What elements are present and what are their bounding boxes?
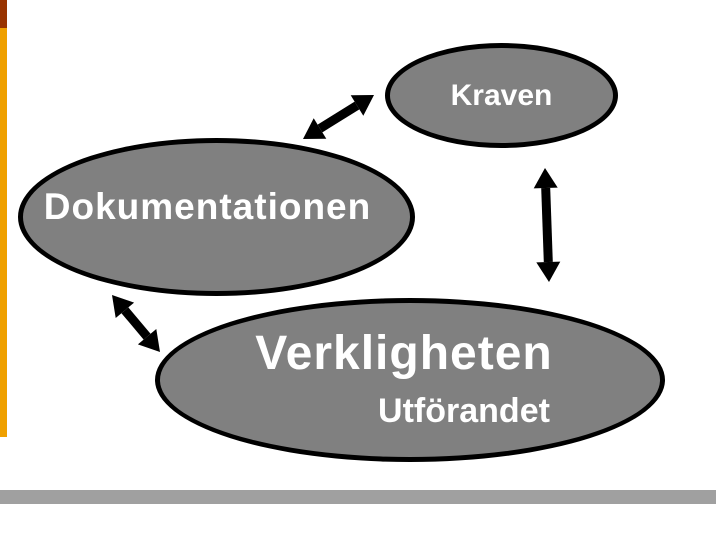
arrow-dokumentationen-verkligheten[interactable] <box>112 295 160 352</box>
arrow-dokumentationen-kraven[interactable] <box>303 95 374 139</box>
left-accent-line <box>0 0 7 437</box>
bottom-footer-bar <box>0 490 716 504</box>
node-verkligheten-sublabel: Utförandet <box>378 392 550 430</box>
node-kraven-label: Kraven <box>450 78 553 112</box>
arrow-kraven-verkligheten[interactable] <box>533 168 561 282</box>
node-verkligheten[interactable]: Verkligheten Utförandet <box>155 298 665 462</box>
node-kraven[interactable]: Kraven <box>385 43 618 148</box>
node-verkligheten-label: Verkligheten <box>255 327 553 380</box>
node-dokumentationen[interactable]: Dokumentationen <box>18 138 415 296</box>
left-accent-line-top-segment <box>0 0 7 28</box>
node-dokumentationen-label: Dokumentationen <box>43 186 372 227</box>
